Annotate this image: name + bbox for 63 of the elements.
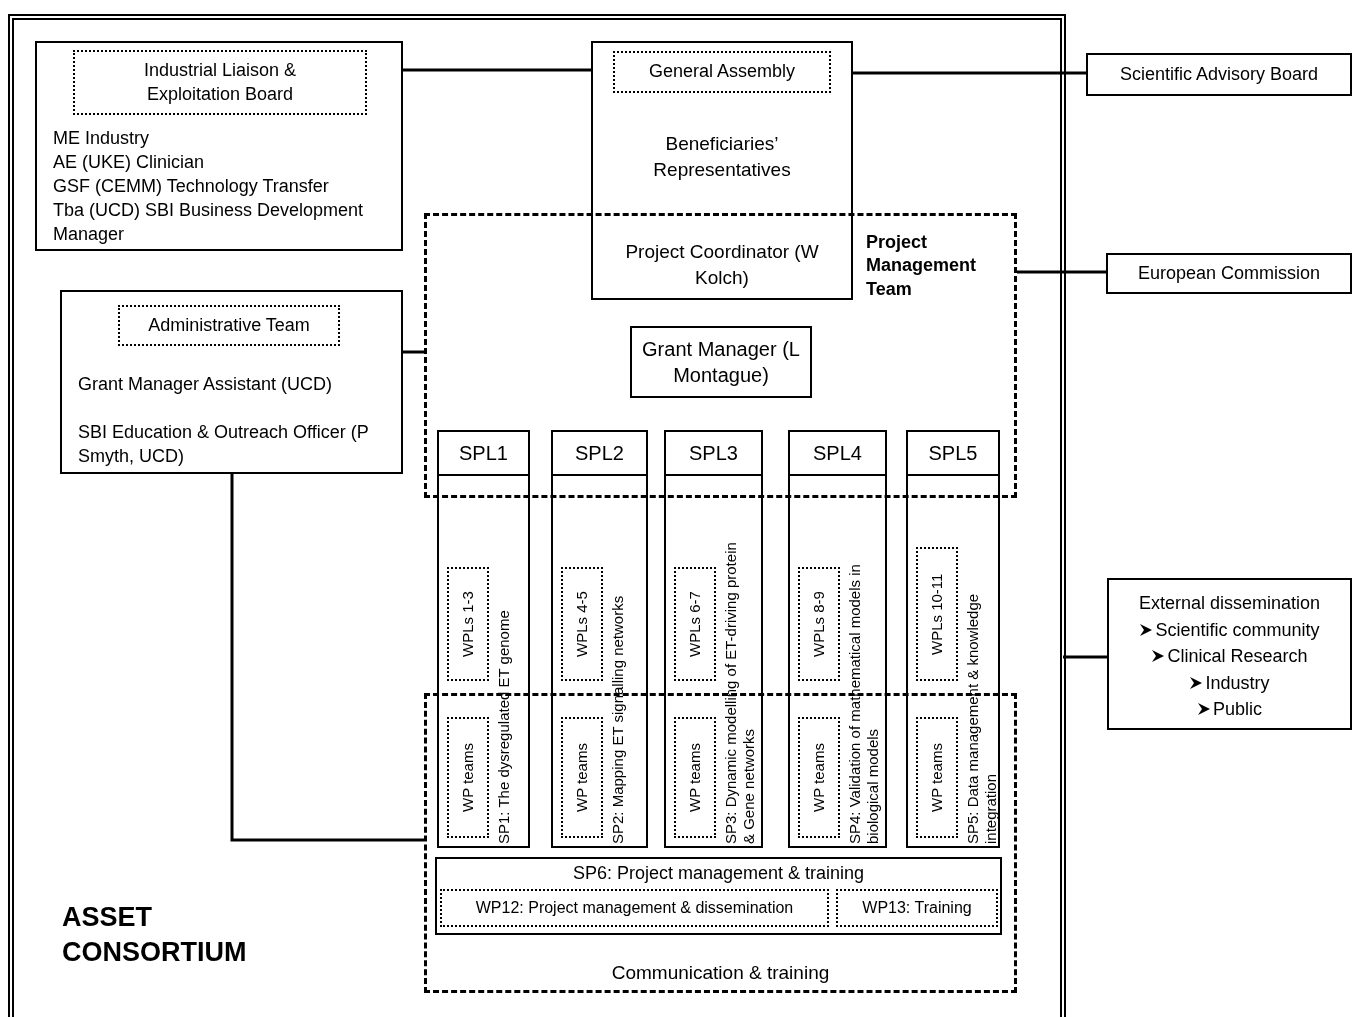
work-package-box: WPLs 1-3 [447,567,489,681]
subproject-title: SP1: The dysregulated ET genome [495,609,513,844]
connector-line [1017,270,1106,274]
subproject-column [437,430,530,848]
member-text: Tba (UCD) SBI Business Development Manager [53,199,365,246]
work-package-box: WP12: Project management & dissemination [440,889,829,927]
subproject-title: SP5: Data management & knowledge integration [964,592,1000,844]
connector-line [403,350,424,354]
work-package-box: WPLs 8-9 [798,567,840,681]
bullet-item: Clinical Research [1167,646,1308,666]
subproject-column [664,430,763,848]
assembly-box [591,41,853,300]
subproject-title: SP6: Project management & training [571,862,866,885]
staff-text: Grant Manager Assistant (UCD) [78,373,334,396]
bullet-item: Industry [1205,672,1270,693]
bullet-item: Scientific community [1155,619,1320,640]
work-package-box: WP teams [674,717,716,838]
bullet-item: Public [1213,699,1262,719]
column-header: SPL5 [908,432,998,476]
connector-line [853,71,1086,75]
work-package-box: WP teams [561,717,603,838]
subproject-column [906,430,1000,848]
manager-box: Grant Manager (L Montague) [630,326,812,398]
dissemination-box [1107,578,1352,730]
dissemination-heading: External dissemination [1137,592,1322,615]
team-box [60,290,403,474]
subproject-title: SP2: Mapping ET signalling networks [609,594,627,844]
region-caption: Communication & training [610,961,831,985]
connector-line [403,68,591,72]
board-box [35,41,403,251]
member-text: AE (UKE) Clinician [53,151,206,174]
work-package-box: WP teams [798,717,840,838]
work-package-box: WP13: Training [836,889,998,927]
column-header: SPL4 [790,432,885,476]
subproject-title: SP4: Validation of mathematical models in biological models [846,563,882,844]
member-text: ME Industry [53,127,151,150]
dashed-region [424,213,1017,498]
staff-text: SBI Education & Outreach Officer (P Smyth, UCD) [78,421,370,469]
coordinator-text: Project Coordinator (W Kolch) [624,240,820,290]
consortium-frame [8,14,1066,1017]
work-package-box: WPLs 6-7 [674,567,716,681]
subproject-box [435,857,1002,935]
connector-line [230,474,424,842]
column-header: SPL1 [439,432,528,476]
column-header: SPL2 [553,432,646,476]
member-text: GSF (CEMM) Technology Transfer [53,175,330,198]
subproject-column [551,430,648,848]
heading-box: Industrial Liaison & Exploitation Board [73,50,367,115]
team-title: Project Management Team [866,231,978,301]
consortium-title: ASSET CONSORTIUM [62,901,248,970]
column-header: SPL3 [666,432,761,476]
subproject-title: SP3: Dynamic modelling of ET-driving protein & Gene networks [722,541,758,844]
connector-line [1063,655,1107,659]
heading-box: General Assembly [613,51,831,93]
assembly-text: Beneficiaries’ Representatives [652,132,792,182]
heading-box: Administrative Team [118,305,340,346]
work-package-box: WP teams [916,717,958,838]
work-package-box: WPLs 10-11 [916,547,958,681]
subproject-column [788,430,887,848]
work-package-box: WPLs 4-5 [561,567,603,681]
work-package-box: WP teams [447,717,489,838]
board-box: Scientific Advisory Board [1086,53,1352,96]
commission-box: European Commission [1106,253,1352,294]
